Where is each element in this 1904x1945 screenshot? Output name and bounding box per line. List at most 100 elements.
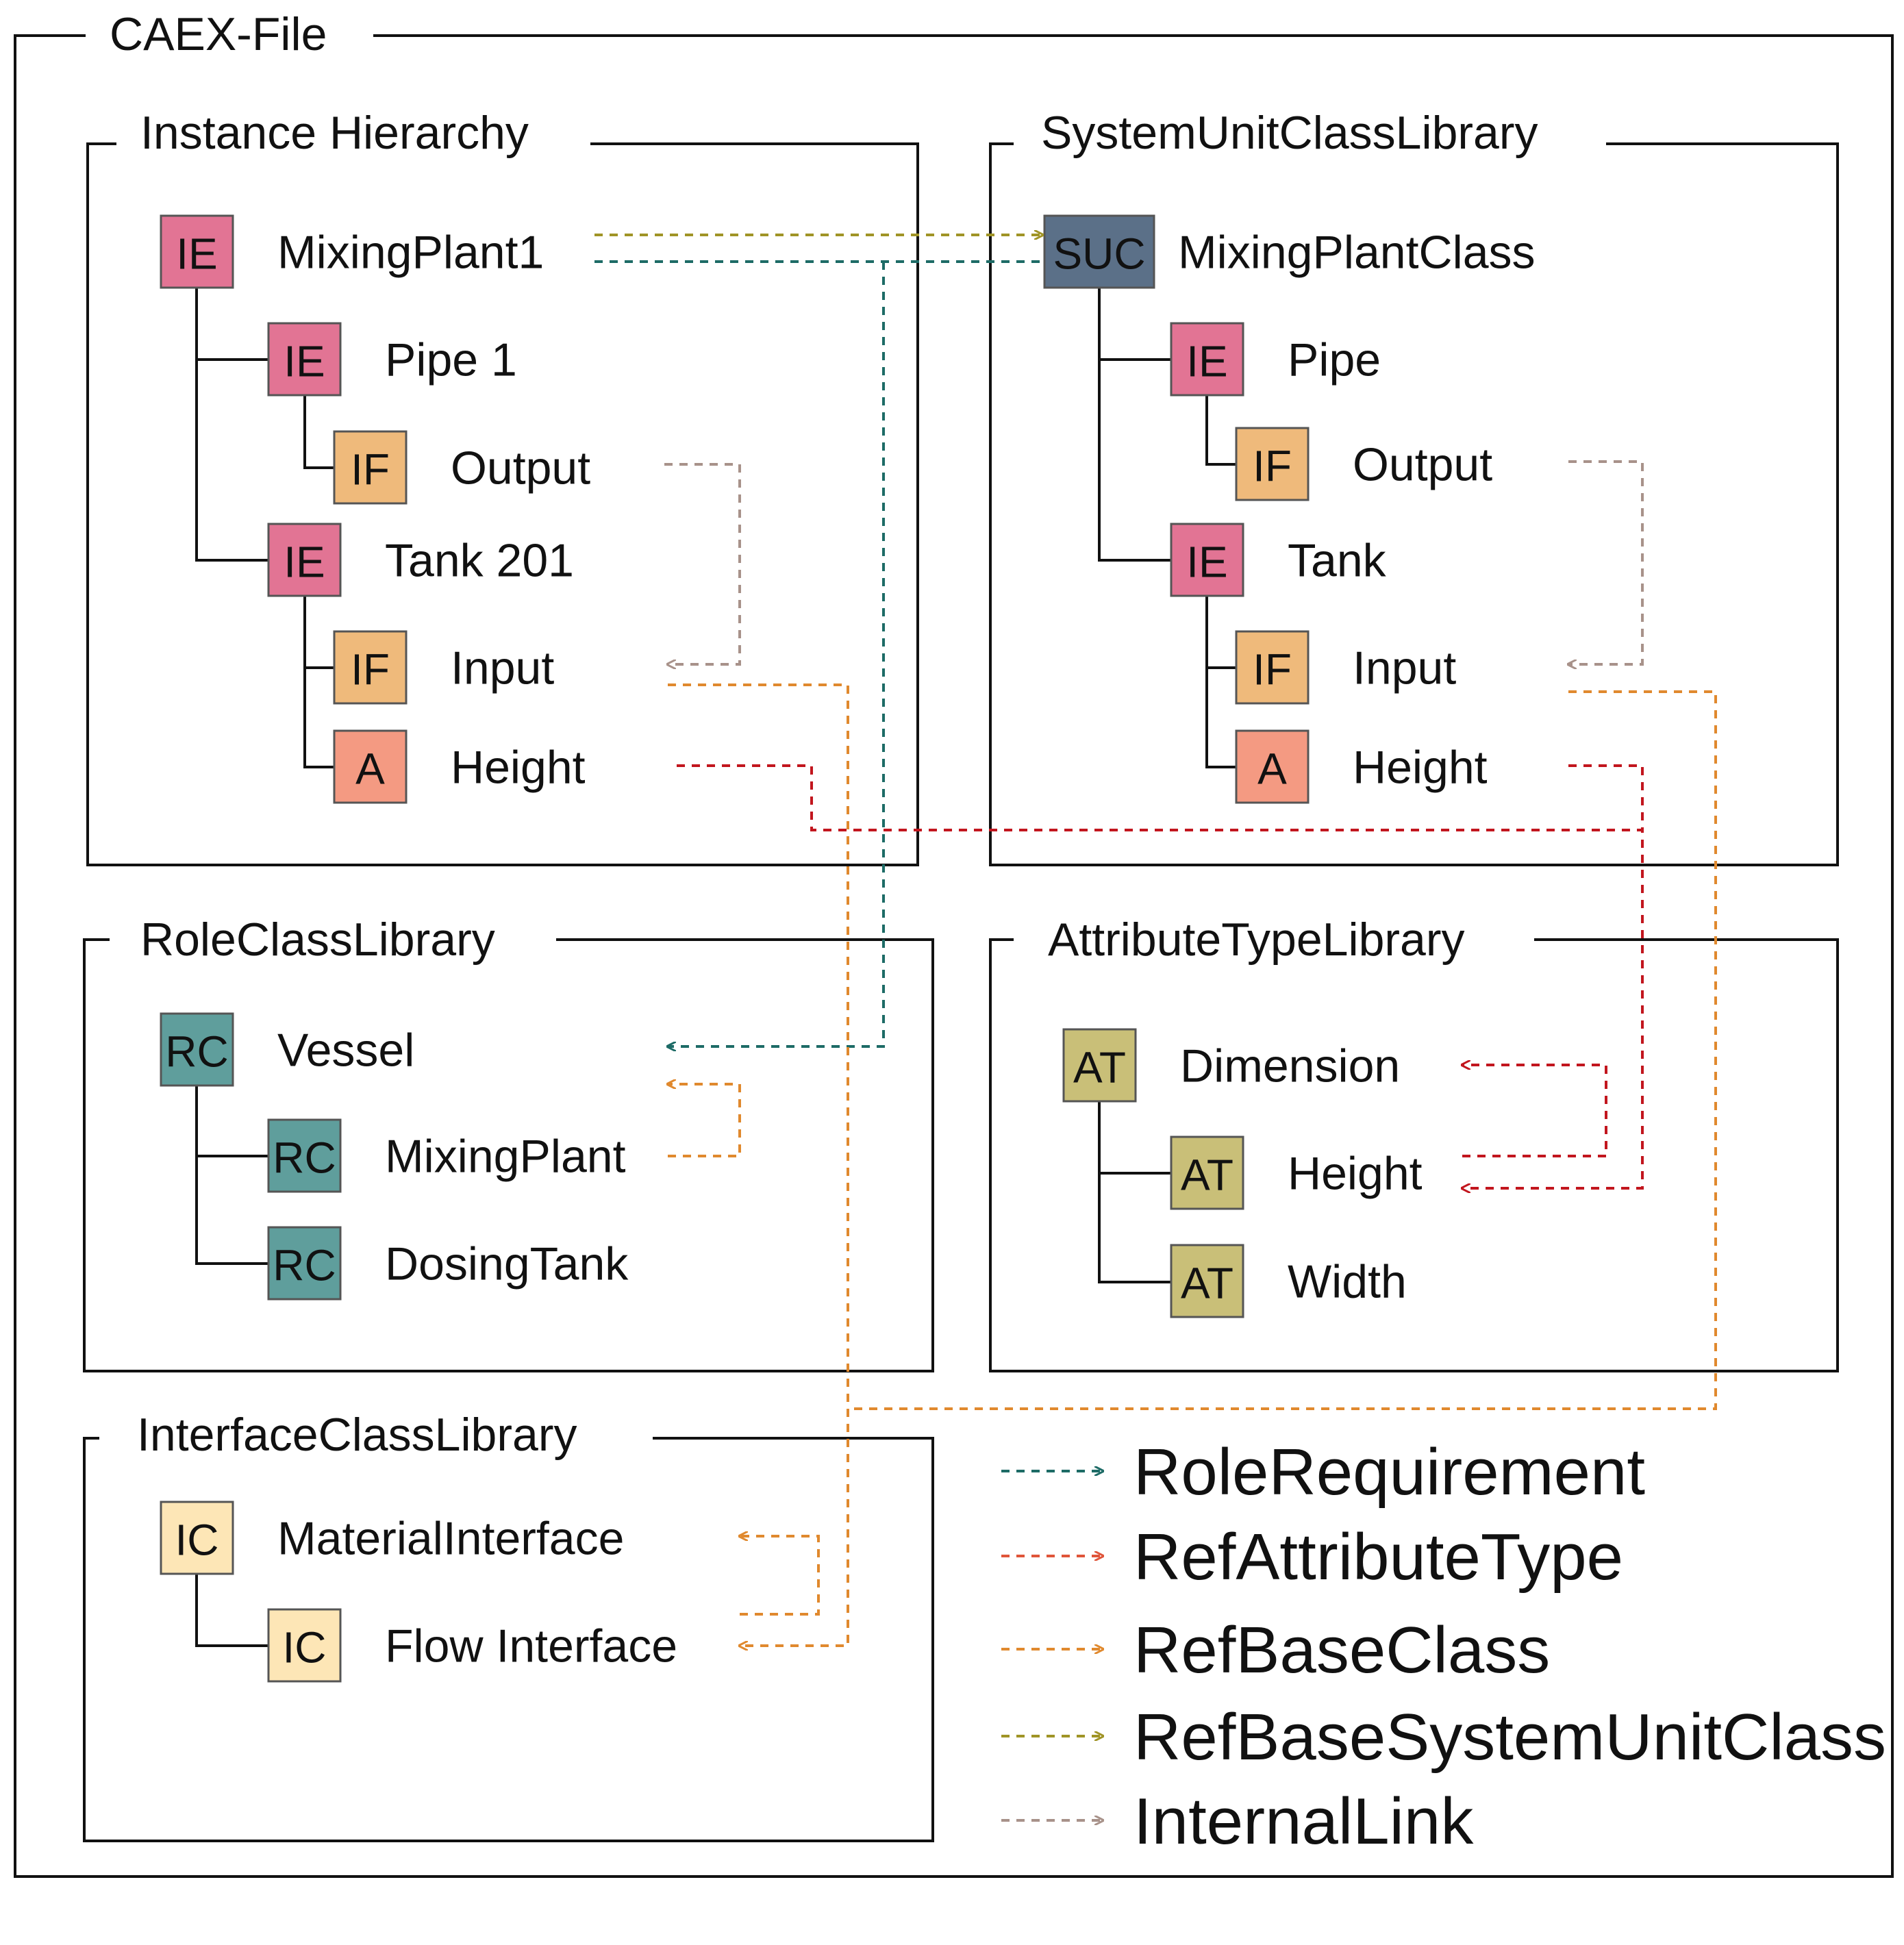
badge-box <box>1170 523 1244 597</box>
badge-box <box>160 1012 234 1087</box>
node-label: Width <box>1288 1256 1407 1308</box>
node-label: Input <box>451 642 554 694</box>
legend-item: RefBaseSystemUnitClass <box>1001 1701 1886 1774</box>
badge-box <box>1062 1028 1137 1103</box>
badge-box <box>333 729 408 804</box>
node-label: Height <box>1288 1148 1423 1200</box>
badge-box <box>267 322 342 397</box>
link-refbaseclass-input-instance <box>668 683 849 1646</box>
suc-library-title: SystemUnitClassLibrary <box>1041 107 1538 159</box>
node-label: Height <box>451 742 586 794</box>
interface-class-library-frame <box>83 1437 934 1842</box>
node-label: Flow Interface <box>385 1620 677 1672</box>
instance-hierarchy-node: IF Output <box>333 430 590 505</box>
link-rolerequirement <box>594 260 1044 1046</box>
badge-text: AT <box>1073 1043 1126 1092</box>
interface-class-library-title: InterfaceClassLibrary <box>137 1409 577 1461</box>
instance-hierarchy-node: IF Input <box>333 630 554 705</box>
badge-box <box>333 630 408 705</box>
link-refbaseclass-input-class <box>848 690 1717 1410</box>
badge-text: RC <box>273 1241 336 1290</box>
badge-text: IF <box>1253 442 1292 491</box>
badge-text: IE <box>284 337 325 386</box>
node-label: Height <box>1353 742 1488 794</box>
system-unit-class-library-node: IF Input <box>1235 630 1456 705</box>
attribute-type-library-node: AT Dimension <box>1062 1028 1400 1103</box>
role-class-library-node: RC MixingPlant <box>267 1118 626 1193</box>
instance-hierarchy-node: IE Pipe 1 <box>267 322 517 397</box>
legend-label: RefAttributeType <box>1133 1520 1623 1594</box>
badge-box <box>267 1226 342 1301</box>
legend-item: RoleRequirement <box>1001 1435 1645 1509</box>
attribute-type-library-title: AttributeTypeLibrary <box>1048 914 1465 966</box>
badge-box <box>1235 630 1310 705</box>
badge-text: IE <box>1186 337 1227 386</box>
badge-text: IE <box>284 538 325 587</box>
badge-text: IF <box>351 445 390 494</box>
node-label: Output <box>1353 439 1492 491</box>
legend: RoleRequirementRefAttributeTypeRefBaseCl… <box>1001 1435 1886 1858</box>
legend-label: RefBaseSystemUnitClass <box>1133 1701 1886 1774</box>
badge-box <box>1235 427 1310 501</box>
badge-box <box>1170 1135 1244 1210</box>
badge-text: IE <box>176 229 217 279</box>
link-refattributetype-class <box>1568 764 1644 830</box>
badge-text: IF <box>351 645 390 694</box>
legend-item: InternalLink <box>1001 1785 1474 1858</box>
link-refattributetype-at <box>1462 1065 1607 1157</box>
attribute-type-library-node: AT Width <box>1170 1244 1407 1318</box>
badge-box <box>333 430 408 505</box>
badge-text: IE <box>1186 538 1227 587</box>
node-label: Dimension <box>1180 1040 1400 1092</box>
node-label: MaterialInterface <box>277 1513 624 1565</box>
legend-label: RefBaseClass <box>1133 1614 1550 1687</box>
system-unit-class-library-node: IF Output <box>1235 427 1492 501</box>
node-label: Pipe 1 <box>385 334 517 386</box>
badge-box <box>267 1118 342 1193</box>
link-refbaseclass-interface <box>740 1536 820 1616</box>
badge-text: IC <box>175 1516 219 1565</box>
node-label: MixingPlant <box>385 1131 626 1183</box>
node-label: MixingPlant1 <box>277 227 544 279</box>
node-label: MixingPlantClass <box>1178 227 1536 279</box>
badge-box <box>1170 322 1244 397</box>
node-label: Output <box>451 442 590 494</box>
instance-hierarchy-frame <box>86 142 919 866</box>
caex-file-frame <box>14 34 1894 1878</box>
legend-label: InternalLink <box>1133 1785 1474 1858</box>
link-refattributetype-instance <box>677 764 1644 1188</box>
role-class-library-frame <box>83 938 934 1372</box>
legend-item: RefBaseClass <box>1001 1614 1550 1687</box>
reference-links <box>594 235 1717 1646</box>
badge-box <box>160 214 234 289</box>
link-refbaseclass-role <box>668 1084 741 1157</box>
interface-class-library-node: IC MaterialInterface <box>160 1501 624 1575</box>
tree-connectors <box>195 288 1236 1647</box>
caex-file-title: CAEX-File <box>110 8 327 60</box>
badge-text: RC <box>165 1027 228 1077</box>
legend-label: RoleRequirement <box>1133 1435 1645 1509</box>
badge-text: IF <box>1253 645 1292 694</box>
instance-hierarchy-title: Instance Hierarchy <box>140 107 529 159</box>
link-internal-class <box>1568 460 1644 664</box>
legend-item: RefAttributeType <box>1001 1520 1623 1594</box>
badge-box <box>267 1608 342 1683</box>
suc-library-frame <box>989 142 1839 866</box>
badge-text: SUC <box>1053 229 1145 279</box>
role-class-library-title: RoleClassLibrary <box>140 914 495 966</box>
badge-text: AT <box>1181 1259 1233 1308</box>
instance-hierarchy-node: IE MixingPlant1 <box>160 214 544 289</box>
badge-box <box>267 523 342 597</box>
badge-box <box>1170 1244 1244 1318</box>
node-label: Input <box>1353 642 1456 694</box>
badge-text: RC <box>273 1133 336 1183</box>
